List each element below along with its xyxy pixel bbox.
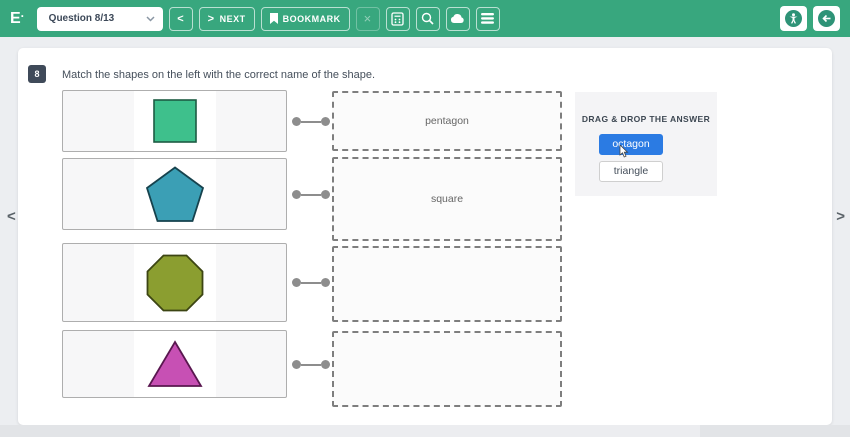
connector-dot xyxy=(321,190,330,199)
drop-zone-2[interactable]: square xyxy=(332,157,562,241)
drop-zone-4[interactable] xyxy=(332,331,562,407)
cloud-button[interactable] xyxy=(445,6,470,31)
drop-zone-label: pentagon xyxy=(425,115,469,127)
connector-dot xyxy=(321,117,330,126)
shape-box-square xyxy=(62,90,287,152)
question-number-badge: 8 xyxy=(28,65,46,83)
chevron-down-icon xyxy=(146,15,155,22)
bottom-scroll-area xyxy=(0,425,850,437)
search-icon xyxy=(421,12,434,25)
toolbar: E· Question 8/13 < > NEXT BOOKMARK × xyxy=(0,0,850,37)
connector-dot xyxy=(292,278,301,287)
answer-choice-octagon[interactable]: octagon xyxy=(599,134,663,155)
app-logo: E· xyxy=(10,9,25,27)
connector-dot xyxy=(292,117,301,126)
shape-box-octagon xyxy=(62,243,287,322)
answer-panel: DRAG & DROP THE ANSWER octagon triangle xyxy=(575,92,717,196)
connector-line xyxy=(301,120,321,123)
question-selector-value: Question 8/13 xyxy=(48,13,115,24)
question-selector-dropdown[interactable]: Question 8/13 xyxy=(36,6,163,31)
bookmark-icon xyxy=(269,13,278,24)
connector-dot xyxy=(321,278,330,287)
connector-row-2 xyxy=(292,190,330,199)
shape-image-background xyxy=(133,159,216,229)
connector-line xyxy=(301,193,321,196)
chevron-right-icon: > xyxy=(207,12,215,25)
menu-button[interactable] xyxy=(475,6,500,31)
menu-lines-icon xyxy=(481,13,495,24)
question-card: 8 Match the shapes on the left with the … xyxy=(18,48,832,425)
prev-question-button[interactable]: < xyxy=(168,6,193,31)
next-button-label: NEXT xyxy=(219,13,246,24)
octagon-shape xyxy=(146,254,203,311)
accessibility-person-icon xyxy=(785,10,802,27)
page-next-chevron[interactable]: > xyxy=(836,208,845,225)
connector-row-4 xyxy=(292,360,330,369)
shape-image-background xyxy=(133,244,216,321)
connector-line xyxy=(301,363,321,366)
shape-box-pentagon xyxy=(62,158,287,230)
bookmark-button-label: BOOKMARK xyxy=(282,13,341,24)
close-button[interactable]: × xyxy=(355,6,380,31)
cloud-icon xyxy=(451,14,464,23)
next-card-peek xyxy=(180,425,700,437)
drop-zone-label: square xyxy=(430,193,464,205)
close-icon: × xyxy=(363,11,372,26)
calculator-button[interactable] xyxy=(385,6,410,31)
shape-box-triangle xyxy=(62,330,287,398)
shape-image-background xyxy=(133,331,216,397)
bookmark-button[interactable]: BOOKMARK xyxy=(260,6,350,31)
arrow-left-icon xyxy=(818,10,835,27)
magnifier-button[interactable] xyxy=(415,6,440,31)
pentagon-shape xyxy=(145,165,204,222)
shape-image-background xyxy=(133,91,216,151)
chevron-left-icon: < xyxy=(177,12,185,25)
answer-choice-triangle[interactable]: triangle xyxy=(599,161,663,182)
connector-row-3 xyxy=(292,278,330,287)
connector-line xyxy=(301,281,321,284)
connector-row-1 xyxy=(292,117,330,126)
calculator-icon xyxy=(391,11,404,26)
page-prev-chevron[interactable]: < xyxy=(7,208,16,225)
connector-dot xyxy=(321,360,330,369)
accessibility-button[interactable] xyxy=(780,6,807,31)
triangle-shape xyxy=(146,340,203,387)
exit-button[interactable] xyxy=(813,6,840,31)
square-shape xyxy=(152,99,197,143)
connector-dot xyxy=(292,190,301,199)
drop-zone-3[interactable] xyxy=(332,246,562,322)
answer-panel-title: DRAG & DROP THE ANSWER xyxy=(581,114,711,124)
drop-zone-1[interactable]: pentagon xyxy=(332,91,562,151)
question-prompt: Match the shapes on the left with the co… xyxy=(62,69,376,81)
connector-dot xyxy=(292,360,301,369)
next-question-button[interactable]: > NEXT xyxy=(198,6,255,31)
